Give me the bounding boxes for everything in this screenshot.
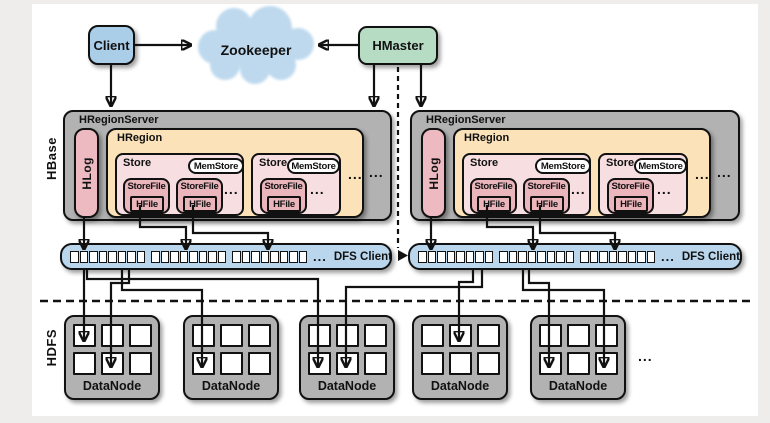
more-storefiles-dots: ... [310,181,325,197]
more-storefiles-dots: ... [657,181,672,197]
datanode-5: DataNode [530,315,626,400]
block-grid [73,324,152,375]
block-grid [421,324,500,375]
hbase-section-label: HBase [44,137,59,180]
store-2: Store MemStore StoreFile HFile ... [251,153,341,216]
datanode-1: DataNode [64,315,160,400]
datanode-4: DataNode [412,315,508,400]
hregionserver-title: HRegionServer [426,114,506,126]
hregion-title: HRegion [117,132,163,144]
block-group [499,250,574,263]
block-group [418,250,493,263]
more-regions-dots: ... [717,164,732,180]
more-stores-dots: ... [348,166,363,182]
more-blocks-dots: ... [661,249,675,264]
zookeeper-label: Zookeeper [220,42,292,58]
dfs-client-left: ... DFS Client [60,243,392,270]
hfile: HFile [530,196,564,212]
hfile: HFile [267,196,301,212]
storefile: StoreFile HFile [523,178,570,214]
hlog-label: HLog [426,156,441,190]
block-grid [192,324,271,375]
more-storefiles-dots: ... [224,181,239,197]
hfile: HFile [183,196,217,212]
hdfs-section-label: HDFS [44,329,59,367]
store-1: Store MemStore StoreFile HFile StoreFile… [115,153,244,216]
hmaster-label: HMaster [372,38,424,53]
dfs-client-label: DFS Client [333,250,392,263]
hfile: HFile [130,196,164,212]
storefile: StoreFile HFile [176,178,223,214]
storefile: StoreFile HFile [470,178,517,214]
cloud-shape [196,6,316,84]
hregionserver-left: HRegionServer HLog HRegion Store MemStor… [63,110,392,221]
storefile: StoreFile HFile [123,178,170,214]
client-label: Client [93,37,130,53]
memstore-badge: MemStore [287,158,340,174]
storefile: StoreFile HFile [607,178,654,214]
hregion: HRegion Store MemStore StoreFile HFile S… [453,128,711,218]
memstore-badge: MemStore [188,158,244,174]
more-blocks-dots: ... [313,249,327,264]
block-group [232,250,307,263]
client-node: Client [88,25,135,65]
memstore-badge: MemStore [535,158,591,174]
block-group [70,250,145,263]
storefile: StoreFile HFile [260,178,307,214]
zookeeper-cloud: Zookeeper [196,6,316,84]
hfile: HFile [477,196,511,212]
block-group [580,250,655,263]
memstore-badge: MemStore [634,158,687,174]
dfs-client-right: ... DFS Client [408,243,742,270]
hregionserver-title: HRegionServer [79,114,159,126]
block-group [151,250,226,263]
more-storefiles-dots: ... [571,181,586,197]
hregion: HRegion Store MemStore StoreFile HFile S… [106,128,364,218]
block-grid [308,324,387,375]
more-regions-dots: ... [369,164,384,180]
hfile: HFile [614,196,648,212]
block-grid [539,324,618,375]
more-stores-dots: ... [695,166,710,182]
hregion-title: HRegion [464,132,510,144]
dfs-client-label: DFS Client [681,250,740,263]
hlog: HLog [74,128,99,218]
hlog-label: HLog [79,156,94,190]
store-1: Store MemStore StoreFile HFile StoreFile… [462,153,591,216]
datanode-2: DataNode [183,315,279,400]
datanode-3: DataNode [299,315,395,400]
hlog: HLog [421,128,446,218]
hregionserver-right: HRegionServer HLog HRegion Store MemStor… [410,110,740,221]
more-datanodes-dots: ... [638,348,653,364]
store-2: Store MemStore StoreFile HFile ... [598,153,688,216]
hmaster-node: HMaster [358,26,438,65]
